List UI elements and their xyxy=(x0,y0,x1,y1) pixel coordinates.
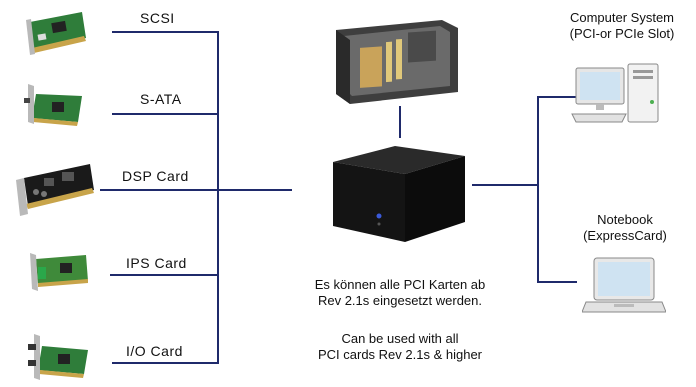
card-label-scsi: SCSI xyxy=(140,10,175,26)
connector-bus xyxy=(217,31,219,364)
ips-card-icon xyxy=(30,253,88,291)
connector-chassis-box xyxy=(399,106,401,138)
card-label-dsp: DSP Card xyxy=(122,168,189,184)
notebook-label-line1: Notebook xyxy=(597,212,653,227)
notebook-label-line2: (ExpressCard) xyxy=(583,228,667,243)
computer-label-line1: Computer System xyxy=(569,10,675,25)
dsp-card-icon xyxy=(16,164,94,216)
desktop-computer-icon xyxy=(571,63,659,123)
computer-label-line2: (PCI-or PCIe Slot) xyxy=(569,26,675,41)
sata-card-icon xyxy=(24,84,82,126)
note-english-line1: Can be used with all xyxy=(341,331,459,346)
note-german-line1: Es können alle PCI Karten ab xyxy=(314,277,486,292)
connector-right-bus xyxy=(537,96,539,282)
card-label-ips: IPS Card xyxy=(126,255,187,271)
connector-scsi xyxy=(112,31,219,33)
io-card-icon xyxy=(28,334,88,380)
note-german-line2: Rev 2.1s eingesetzt werden. xyxy=(317,293,483,308)
card-label-sata: S-ATA xyxy=(140,91,182,107)
note-english-line2: PCI cards Rev 2.1s & higher xyxy=(317,347,483,362)
connector-ips xyxy=(110,274,219,276)
connector-io xyxy=(112,362,219,364)
card-label-io: I/O Card xyxy=(126,343,183,359)
expansion-box-icon xyxy=(333,146,465,242)
notebook-icon xyxy=(582,257,666,313)
scsi-card-icon xyxy=(26,12,86,55)
connector-dsp xyxy=(100,189,292,191)
connector-computer xyxy=(537,96,577,98)
open-chassis-icon xyxy=(336,20,458,104)
connector-box-right xyxy=(472,184,538,186)
connector-sata xyxy=(112,113,219,115)
connector-notebook xyxy=(537,281,577,283)
